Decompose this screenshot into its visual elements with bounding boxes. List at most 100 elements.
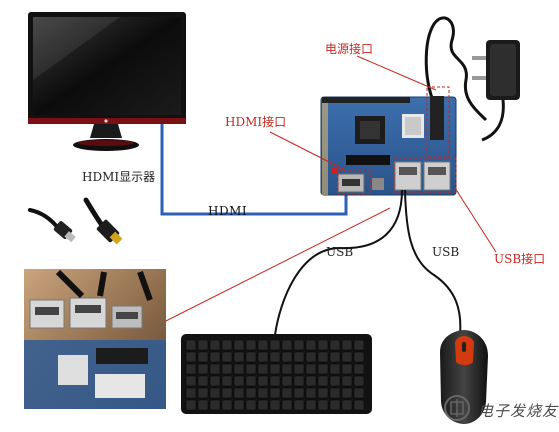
hdmi-plugs-image <box>28 197 123 245</box>
keyboard-key <box>305 387 317 399</box>
keyboard-key <box>197 375 209 387</box>
hdmi-display-label: HDMI显示器 <box>82 170 156 184</box>
adapter-prong-top <box>472 56 486 60</box>
keyboard-key <box>257 339 269 351</box>
board-closeup-photo <box>24 269 166 409</box>
keyboard-key <box>245 339 257 351</box>
board-usb-port-1 <box>394 161 422 191</box>
keyboard-key <box>269 339 281 351</box>
keyboard-key <box>293 375 305 387</box>
photo-connector <box>96 348 148 364</box>
keyboard-key <box>233 375 245 387</box>
keyboard-key <box>305 399 317 411</box>
power-port-highlight-box <box>426 86 450 158</box>
keyboard-key <box>233 351 245 363</box>
keyboard-key <box>257 375 269 387</box>
keyboard-key <box>281 399 293 411</box>
adapter-prong-bottom <box>472 76 486 80</box>
keyboard-key <box>329 375 341 387</box>
keyboard-key <box>257 351 269 363</box>
usb-port-label: USB接口 <box>494 252 546 266</box>
keyboard-key <box>185 387 197 399</box>
keyboard-key <box>245 399 257 411</box>
keyboard-key <box>317 375 329 387</box>
hdmi-cable <box>160 124 348 216</box>
mouse-body <box>440 330 488 424</box>
adapter-cable-lower <box>481 99 505 142</box>
keyboard-key <box>245 387 257 399</box>
mouse-usb-label: USB <box>432 245 460 259</box>
power-adapter <box>424 16 520 142</box>
keyboard-key <box>305 363 317 375</box>
keyboard-key <box>209 375 221 387</box>
keyboard-key <box>281 387 293 399</box>
keyboard-key <box>269 399 281 411</box>
hdmi-cable-label: HDMI <box>208 204 248 218</box>
keyboard-usb-cable <box>274 189 403 336</box>
mouse-scroll-wheel <box>462 342 466 352</box>
monitor-screen <box>33 17 181 115</box>
keyboard-key <box>353 399 365 411</box>
keyboard-key <box>245 351 257 363</box>
keyboard-key <box>233 387 245 399</box>
keyboard-key <box>257 387 269 399</box>
board-micro-usb-port <box>372 178 384 190</box>
keyboard-key <box>341 399 353 411</box>
keyboard-key <box>221 351 233 363</box>
board-header-top <box>322 97 410 103</box>
adapter-cable-loop <box>424 16 488 122</box>
keyboard-key <box>317 351 329 363</box>
monitor-neck <box>90 124 122 138</box>
keyboard-key <box>233 339 245 351</box>
keyboard-key <box>341 363 353 375</box>
keyboard-key <box>293 387 305 399</box>
keyboard-key <box>221 339 233 351</box>
keyboard-key <box>185 375 197 387</box>
keyboard-key <box>281 363 293 375</box>
keyboard-key <box>341 375 353 387</box>
mouse-usb-cable <box>404 189 462 336</box>
keyboard-key <box>245 375 257 387</box>
hdmi-port-leader-line <box>269 131 346 171</box>
usb-port-leader-line <box>454 187 497 253</box>
keyboard-key <box>245 363 257 375</box>
keyboard-key <box>329 387 341 399</box>
usb-mouse <box>440 330 488 424</box>
keyboard-key <box>221 375 233 387</box>
board-header-right <box>430 96 444 140</box>
keyboard-key <box>209 363 221 375</box>
keyboard-key <box>233 399 245 411</box>
keyboard-key <box>185 339 197 351</box>
keyboard-key <box>221 399 233 411</box>
keyboard-key <box>197 399 209 411</box>
keyboard-key <box>221 387 233 399</box>
hdmi-port-label: HDMI接口 <box>225 115 287 129</box>
keyboard-key <box>197 363 209 375</box>
keyboard-key <box>269 363 281 375</box>
keyboard-key <box>353 375 365 387</box>
keyboard-key <box>317 387 329 399</box>
power-port-label: 电源接口 <box>325 42 374 56</box>
keyboard-key <box>329 363 341 375</box>
usb-keyboard <box>181 334 372 414</box>
keyboard-key <box>209 351 221 363</box>
keyboard-key <box>341 339 353 351</box>
keyboard-key <box>317 363 329 375</box>
keyboard-key <box>197 387 209 399</box>
hdmi-monitor <box>28 12 186 151</box>
usb-port-highlight-box <box>393 158 457 193</box>
keyboard-key <box>209 339 221 351</box>
keyboard-key <box>293 351 305 363</box>
keyboard-key <box>293 363 305 375</box>
keyboard-key <box>305 375 317 387</box>
photo-leader-line <box>147 207 391 331</box>
board-expansion-connector <box>346 155 390 165</box>
electronics-fans-logo-icon <box>444 395 470 421</box>
keyboard-key <box>317 339 329 351</box>
keyboard-key <box>209 387 221 399</box>
keyboard-key <box>197 351 209 363</box>
keyboard-key <box>317 399 329 411</box>
keyboard-key <box>185 351 197 363</box>
keyboard-key <box>353 387 365 399</box>
